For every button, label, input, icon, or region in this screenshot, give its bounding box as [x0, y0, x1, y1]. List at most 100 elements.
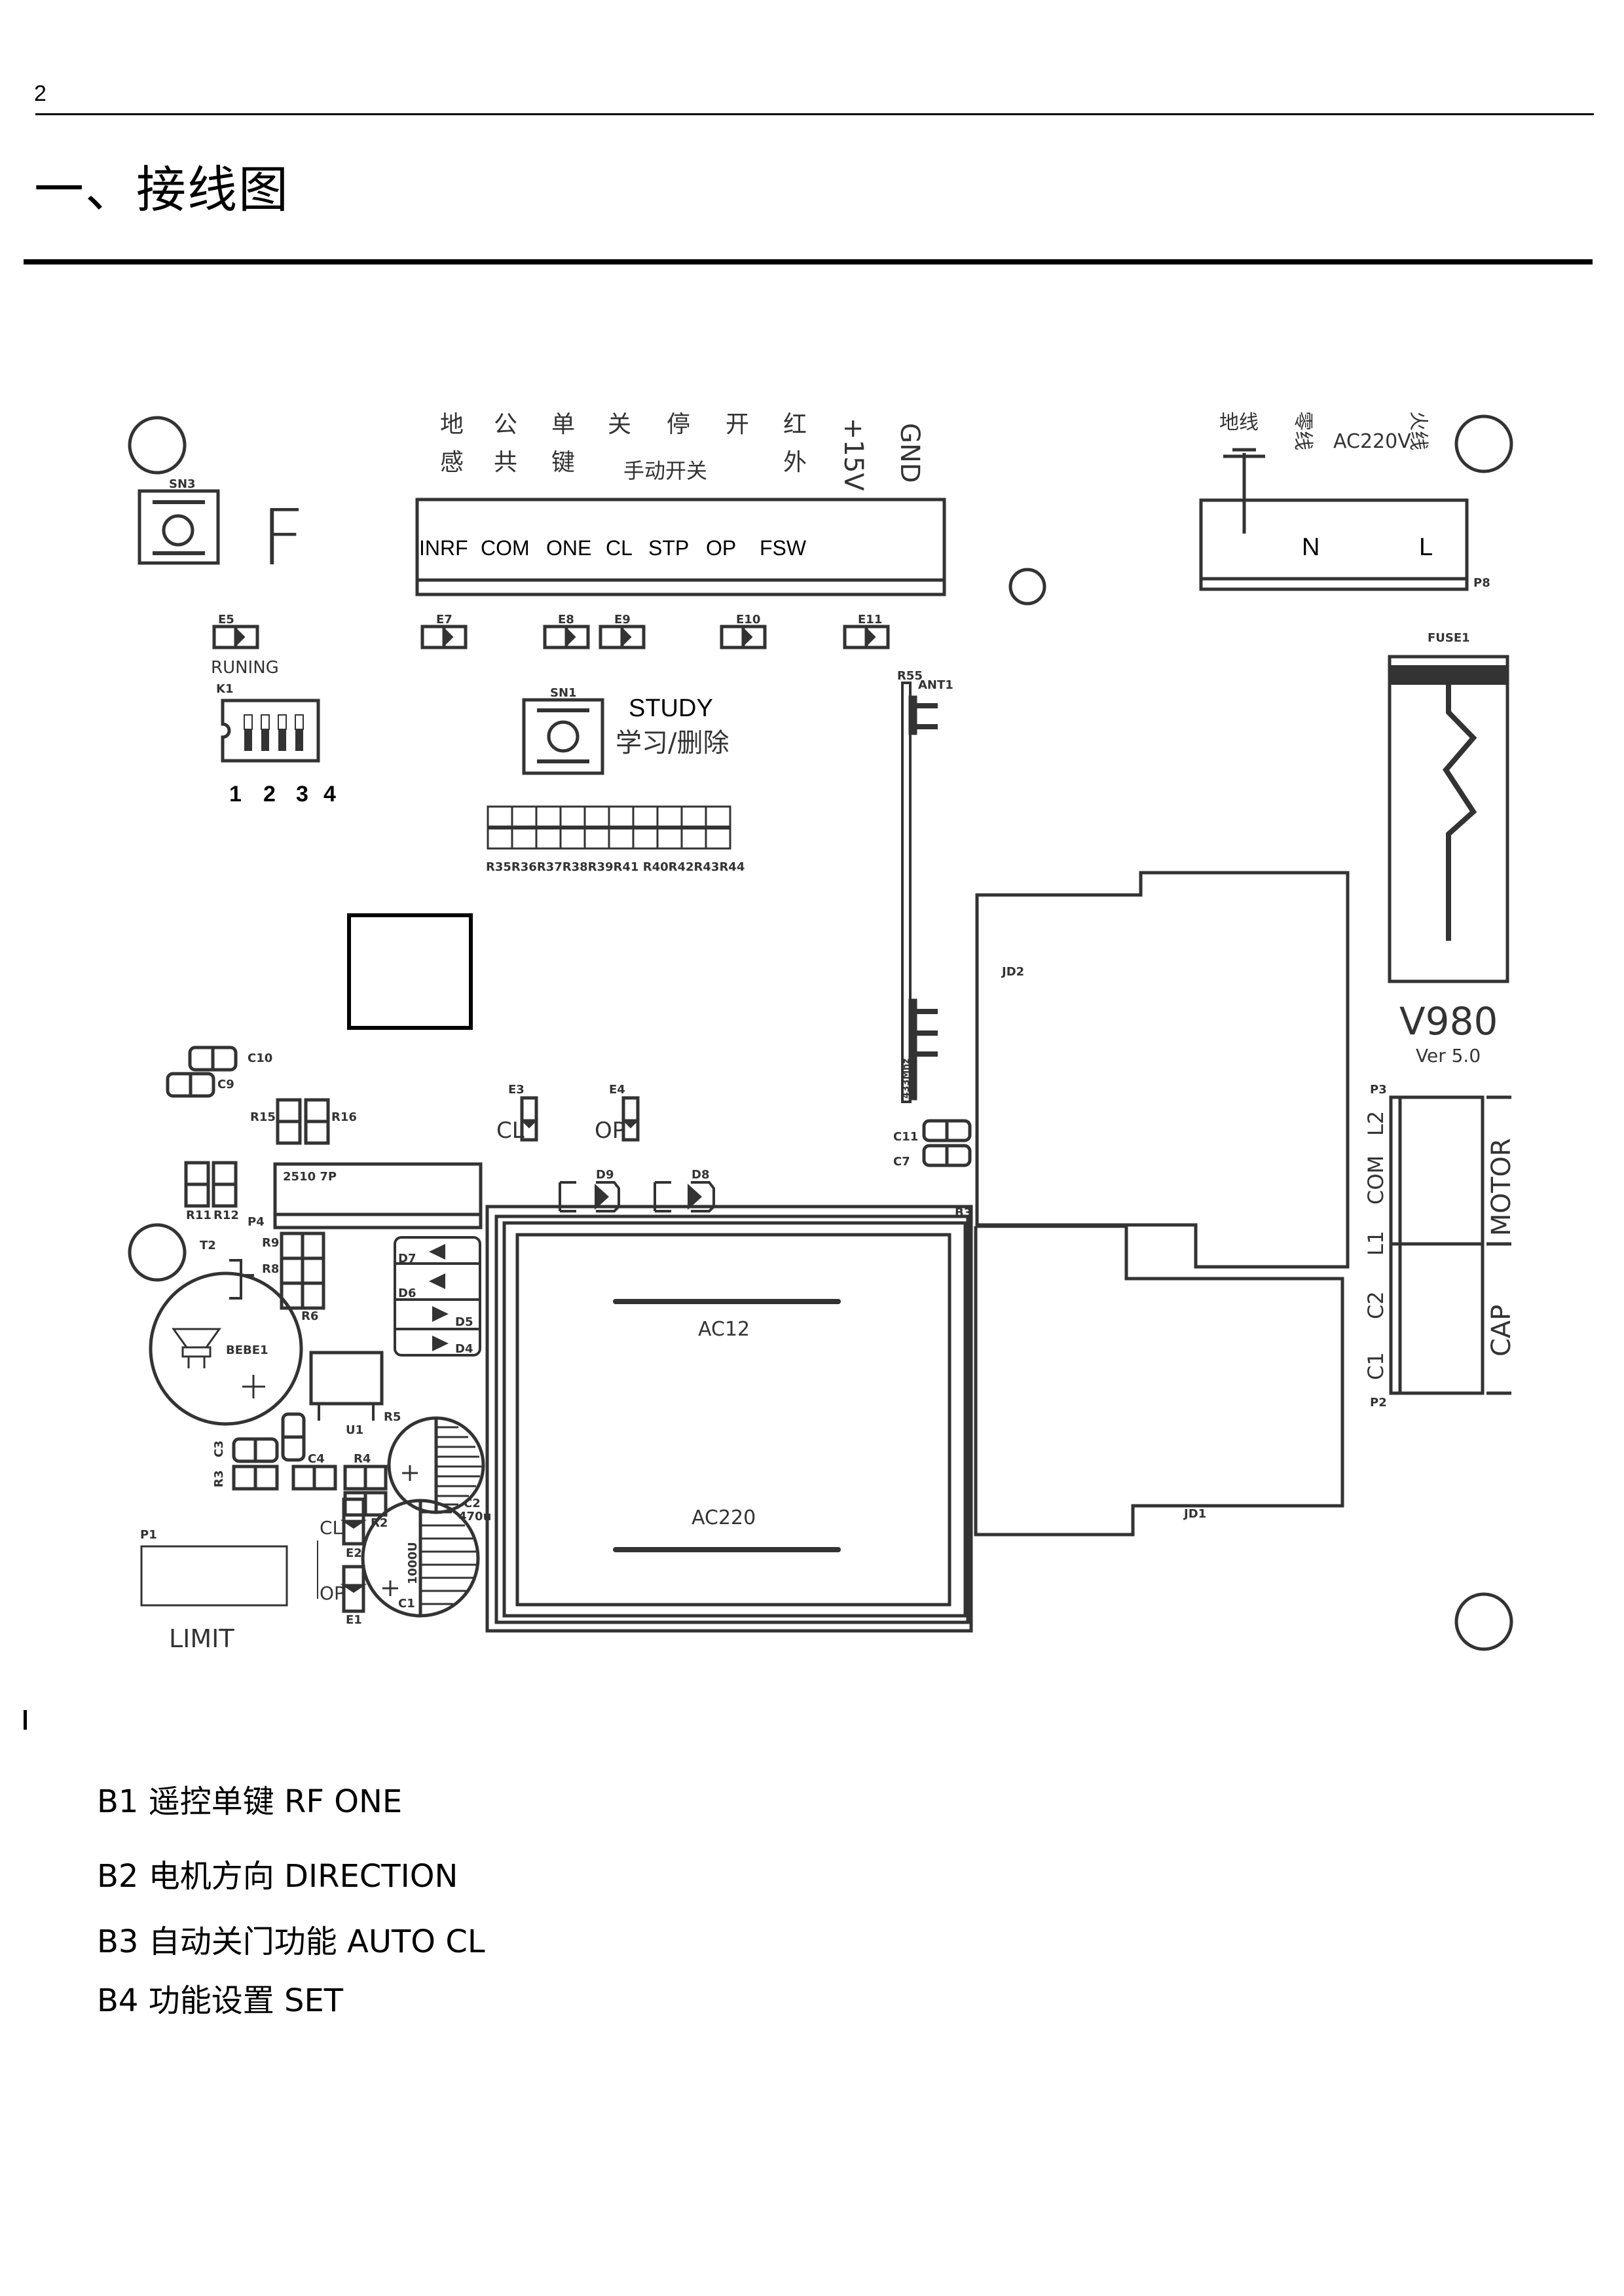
- voltage-label: AC220V: [1333, 430, 1411, 453]
- dip-switch-k1: [221, 699, 320, 763]
- dip-num-3: 3: [296, 782, 308, 807]
- connector-2510-7p: [273, 1162, 483, 1230]
- c3-label: C3: [212, 1440, 226, 1457]
- text-cursor-mark: [24, 1710, 27, 1730]
- pin-c2: C2: [1363, 1291, 1388, 1319]
- term-cn-1: 地: [440, 411, 464, 438]
- e10-label: E10: [736, 613, 760, 627]
- b3-label: B3: [955, 1206, 972, 1220]
- term-cn-5: 停: [667, 411, 690, 438]
- led-e4: [621, 1096, 640, 1142]
- k1-label: K1: [216, 682, 233, 696]
- r3-label: R3: [212, 1470, 226, 1487]
- led-e7: [420, 625, 468, 649]
- pin-inrf: INRF: [419, 536, 468, 560]
- term-gnd: GND: [895, 423, 925, 483]
- header-rule: [35, 113, 1594, 115]
- c7-label: C7: [893, 1155, 910, 1169]
- p4-label: P4: [248, 1215, 265, 1229]
- pin-l2: L2: [1363, 1111, 1388, 1136]
- p1-label: P1: [140, 1528, 157, 1542]
- pin-motor-com: COM: [1363, 1156, 1388, 1205]
- c2-value: 470u: [458, 1510, 491, 1523]
- dip-num-4: 4: [323, 782, 336, 807]
- p2-label: P2: [1370, 1396, 1387, 1410]
- relay-jd2: [975, 871, 1350, 1269]
- pin-l1: L1: [1363, 1231, 1388, 1256]
- sn3-button: [138, 489, 220, 565]
- e4-label: E4: [609, 1083, 625, 1097]
- motor-cap-terminal: [1389, 1095, 1511, 1395]
- c1-label: C1: [398, 1597, 415, 1611]
- neutral-label: 零线: [1291, 411, 1314, 450]
- led-e8: [543, 625, 590, 649]
- led-e5: [212, 625, 259, 649]
- cap-label: CAP: [1486, 1305, 1517, 1357]
- c11-label: C11: [893, 1130, 918, 1144]
- r16-label: R16: [331, 1110, 357, 1124]
- e2-label: E2: [346, 1546, 362, 1560]
- ant1-label: ANT1: [918, 678, 953, 692]
- diode-d9: [559, 1181, 620, 1212]
- ac220-label: AC220: [692, 1506, 756, 1529]
- wiring-diagram: F 地 感 公 共 单 键 关 停 开 手动开关 红 外 +15V GND IN…: [128, 411, 1517, 1653]
- led-e10: [720, 625, 767, 649]
- running-label: RUNING: [211, 658, 279, 678]
- transformer: [485, 1205, 973, 1633]
- antenna-freq: 433Mhz: [901, 1059, 912, 1099]
- c1-value: 1000U: [406, 1542, 420, 1584]
- board-version: Ver 5.0: [1416, 1045, 1481, 1066]
- term-cn-6: 开: [726, 411, 749, 438]
- term-cn-4: 关: [608, 411, 631, 438]
- diodes-d4-d7: [394, 1236, 481, 1357]
- transistor-t2: [128, 1223, 187, 1282]
- r6-label: R6: [301, 1309, 318, 1323]
- study-label-cn: 学习/删除: [616, 728, 729, 758]
- r9-label: R9: [262, 1236, 279, 1250]
- resistor-array: [487, 805, 731, 850]
- d4-label: D4: [455, 1342, 473, 1356]
- d8-label: D8: [692, 1168, 709, 1182]
- ground-label: 地线: [1219, 411, 1259, 434]
- cl-label-2: CL: [320, 1517, 343, 1539]
- c10-label: C10: [248, 1051, 272, 1065]
- legend-b3: B3 自动关门功能 AUTO CL: [97, 1923, 485, 1960]
- mount-hole-br: [1454, 1592, 1513, 1651]
- motor-label: MOTOR: [1486, 1138, 1517, 1236]
- term-cn-manual: 手动开关: [623, 458, 707, 483]
- op-label-2: OP: [320, 1582, 345, 1604]
- e11-label: E11: [858, 613, 882, 627]
- c9-label: C9: [217, 1078, 234, 1091]
- limit-label: LIMIT: [169, 1624, 234, 1653]
- dip-num-2: 2: [263, 782, 276, 807]
- legend-b4: B4 功能设置 SET: [97, 1982, 344, 2019]
- pin-c1: C1: [1363, 1352, 1388, 1380]
- fuse-label: FUSE1: [1428, 631, 1470, 645]
- buzzer-bebe1: [149, 1271, 303, 1426]
- d6-label: D6: [398, 1286, 416, 1300]
- term-cn-3b: 键: [551, 449, 575, 476]
- d5-label: D5: [455, 1315, 473, 1329]
- pin-l: L: [1419, 534, 1433, 561]
- pin-op: OP: [706, 536, 736, 560]
- relay-jd1: [974, 1224, 1344, 1537]
- antenna-module: [901, 682, 912, 1103]
- e7-label: E7: [436, 613, 452, 627]
- jd1-label: JD1: [1183, 1507, 1206, 1521]
- ic-u1: [309, 1351, 384, 1406]
- mcu-chip: [347, 913, 473, 1030]
- jd2-label: JD2: [1001, 965, 1024, 979]
- mount-hole-tl: [128, 416, 187, 475]
- mount-hole-mid: [1008, 568, 1046, 606]
- led-e9: [599, 625, 646, 649]
- pin-one: ONE: [546, 536, 591, 560]
- d9-label: D9: [596, 1168, 614, 1182]
- cl-label: CL: [496, 1118, 525, 1144]
- pin-stp: STP: [648, 536, 689, 560]
- op-label: OP: [595, 1118, 625, 1144]
- p8-label: P8: [1473, 576, 1490, 590]
- page-number: 2: [34, 81, 46, 106]
- term-cn-1b: 感: [440, 449, 464, 476]
- resistor-array-label: R35R36R37R38R39R41 R40R42R43R44: [486, 860, 745, 874]
- board-model: V980: [1399, 999, 1498, 1044]
